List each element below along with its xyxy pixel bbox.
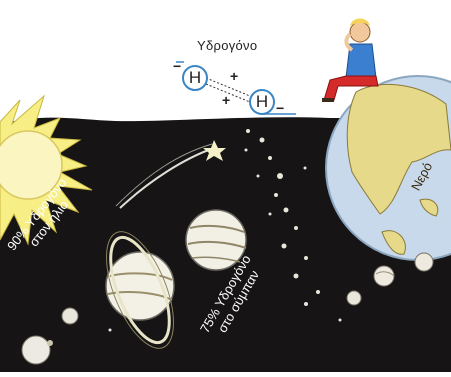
hydrogen-atom-right: H — [249, 89, 275, 115]
minus-sign-left: − — [173, 58, 181, 74]
plus-sign-bottom: + — [222, 92, 230, 108]
plus-sign-top: + — [230, 68, 238, 84]
hydrogen-atom-left: H — [182, 65, 208, 91]
hydrogen-title: Υδρογόνο — [197, 38, 257, 53]
minus-sign-right: − — [276, 100, 284, 116]
